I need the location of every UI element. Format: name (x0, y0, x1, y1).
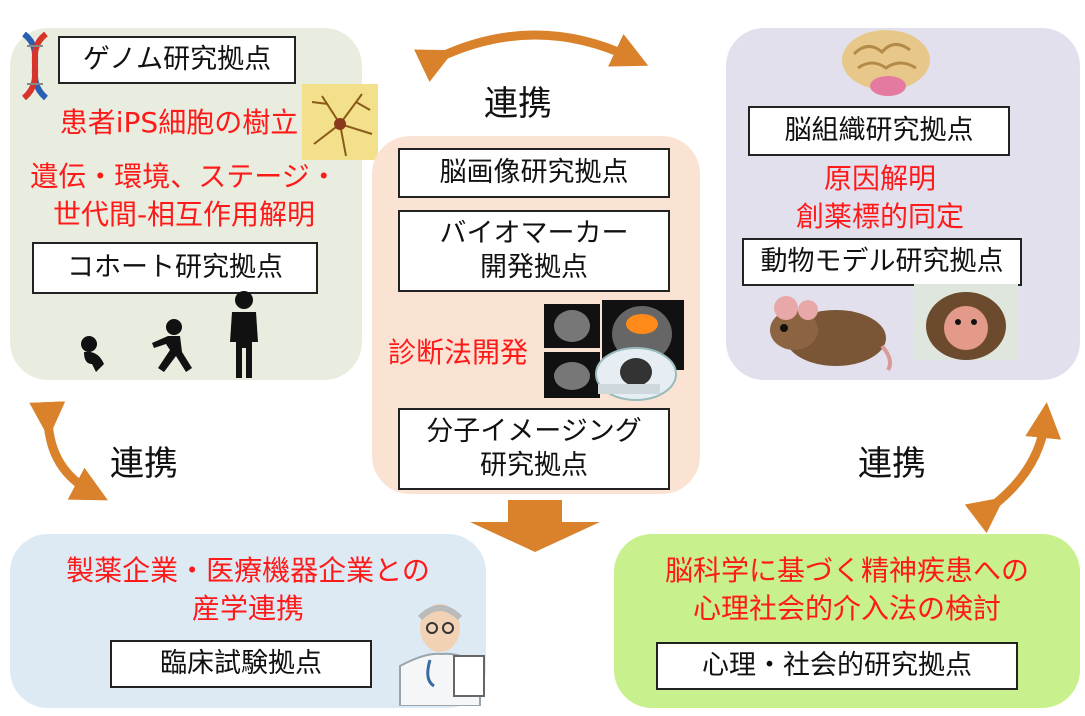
brain-imaging-box: 脳画像研究拠点 (398, 148, 670, 198)
doctor-icon (390, 594, 490, 706)
child-icon (146, 318, 196, 376)
molecular-imaging-box: 分子イメージング 研究拠点 (398, 408, 670, 490)
animal-model-box: 動物モデル研究拠点 (742, 238, 1022, 286)
center-down-arrow (470, 500, 600, 552)
brain-icon (838, 28, 934, 100)
cohort-research-box: コホート研究拠点 (32, 242, 318, 294)
neuron-icon (302, 84, 378, 160)
mouse-icon (764, 286, 896, 372)
link-label-left: 連携 (110, 444, 178, 484)
psychosocial-research-box: 心理・社会的研究拠点 (656, 642, 1018, 690)
adult-icon (224, 290, 264, 380)
genome-research-box: ゲノム研究拠点 (58, 36, 296, 84)
psychosocial-intervention-text: 脳科学に基づく精神疾患への 心理社会的介入法の検討 (664, 554, 1029, 625)
link-label-top: 連携 (484, 84, 552, 124)
gene-environment-text: 遺伝・環境、ステージ・ 世代間-相互作用解明 (30, 160, 338, 231)
mri-scanner-icon (544, 300, 690, 402)
right-double-arrow (964, 402, 1062, 534)
cause-elucidation-text: 原因解明 創薬標的同定 (795, 162, 964, 233)
diagnosis-text: 診断法開発 (387, 336, 528, 369)
biomarker-box: バイオマーカー 開発拠点 (398, 210, 670, 292)
left-double-arrow (29, 401, 108, 501)
monkey-icon (914, 284, 1018, 360)
ips-text: 患者iPS細胞の樹立 (59, 106, 299, 139)
clinical-trial-box: 臨床試験拠点 (110, 640, 372, 688)
brain-tissue-box: 脳組織研究拠点 (748, 106, 1010, 156)
baby-icon (76, 334, 112, 374)
top-double-arrow (414, 30, 649, 82)
dna-icon (18, 32, 52, 100)
link-label-right: 連携 (858, 444, 926, 484)
industry-collaboration-text: 製薬企業・医療機器企業との 産学連携 (66, 554, 430, 625)
